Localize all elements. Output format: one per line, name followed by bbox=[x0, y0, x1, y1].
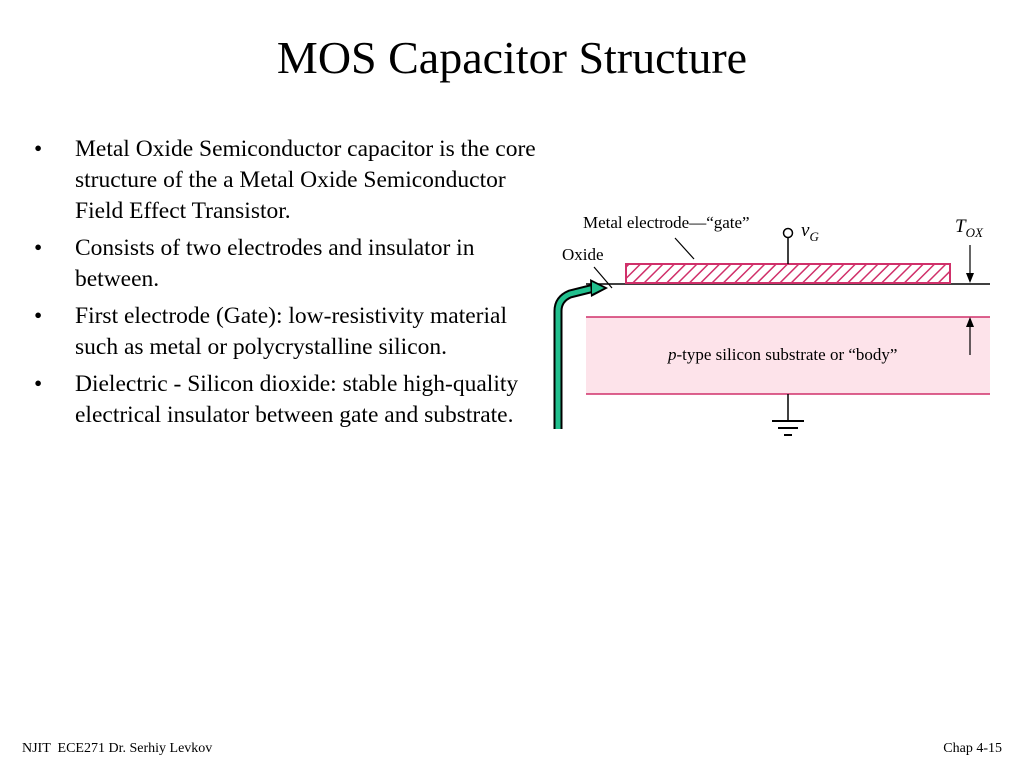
tox-subscript: OX bbox=[965, 224, 983, 240]
tox-label: TOX bbox=[955, 217, 983, 243]
substrate-label: p-type silicon substrate or “body” bbox=[668, 345, 897, 365]
gate-terminal-node bbox=[782, 227, 794, 239]
tox-arrowhead-top bbox=[966, 273, 974, 283]
tox-arrowhead-bottom bbox=[966, 317, 974, 327]
pointer-arrow-fill bbox=[555, 285, 595, 429]
vg-label: vG bbox=[801, 221, 819, 247]
bullet-item: • First electrode (Gate): low-resistivit… bbox=[30, 301, 542, 363]
substrate-text: -type silicon substrate or “body” bbox=[676, 345, 898, 364]
gate-label: Metal electrode—“gate” bbox=[583, 213, 750, 232]
bullet-marker: • bbox=[34, 235, 43, 261]
substrate-type: p bbox=[668, 345, 677, 364]
gate-electrode bbox=[625, 263, 951, 284]
oxide-label: Oxide bbox=[562, 245, 604, 264]
vg-symbol: v bbox=[801, 220, 810, 241]
gate-leader-line bbox=[674, 237, 695, 260]
bullet-marker: • bbox=[34, 136, 43, 162]
bullet-marker: • bbox=[34, 371, 43, 397]
bullet-text: Consists of two electrodes and insulator… bbox=[75, 235, 475, 292]
bullet-item: • Dielectric - Silicon dioxide: stable h… bbox=[30, 369, 542, 431]
tox-symbol: T bbox=[955, 216, 966, 237]
bullet-text: First electrode (Gate): low-resistivity … bbox=[75, 303, 507, 360]
vg-subscript: G bbox=[809, 228, 819, 244]
substrate-body bbox=[586, 317, 990, 394]
pointer-arrowhead-fill bbox=[592, 282, 604, 294]
bullet-text: Metal Oxide Semiconductor capacitor is t… bbox=[75, 136, 536, 224]
slide-title: MOS Capacitor Structure bbox=[276, 32, 748, 83]
bullet-text: Dielectric - Silicon dioxide: stable hig… bbox=[75, 371, 519, 428]
bullet-list: • Metal Oxide Semiconductor capacitor is… bbox=[30, 134, 542, 437]
bullet-item: • Metal Oxide Semiconductor capacitor is… bbox=[30, 134, 542, 227]
bullet-item: • Consists of two electrodes and insulat… bbox=[30, 233, 542, 295]
bullet-marker: • bbox=[34, 303, 43, 329]
oxide-leader-line bbox=[593, 266, 613, 289]
mos-capacitor-diagram bbox=[553, 227, 990, 436]
mos-capacitor-figure: Metal electrode—“gate” Oxide vG TOX p-ty… bbox=[550, 195, 1000, 455]
footer-page: Chap 4-15 bbox=[943, 741, 1002, 756]
footer-course: NJIT ECE271 Dr. Serhiy Levkov bbox=[22, 741, 213, 756]
